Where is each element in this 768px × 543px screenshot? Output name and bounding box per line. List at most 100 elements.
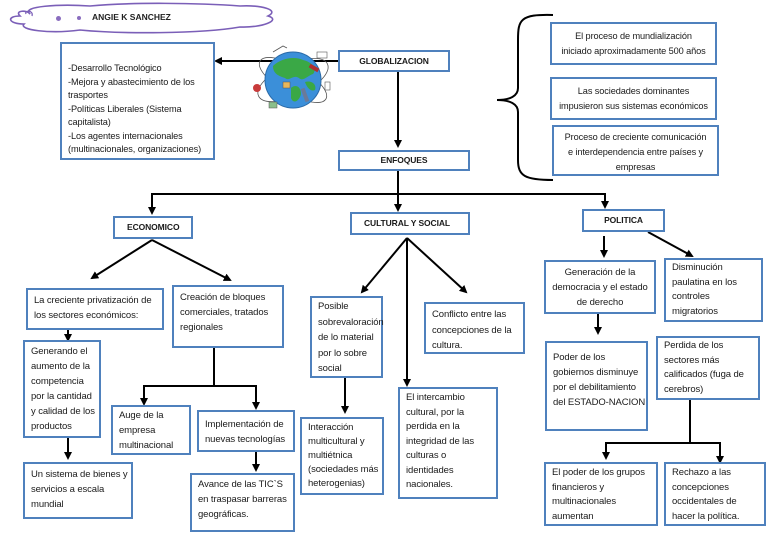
box-line: productos <box>31 421 72 432</box>
box-line: social <box>318 363 342 374</box>
box-line: competencia <box>31 376 84 387</box>
bullet-icon <box>56 16 61 21</box>
cause-line: capitalista) <box>68 117 111 127</box>
box-line: Generando el <box>31 346 88 357</box>
box-line: multinacional <box>119 440 174 451</box>
box-line: Conflicto entre las <box>432 309 507 320</box>
box-line: heterogenias) <box>308 478 365 489</box>
box-line: Auge de la <box>119 410 164 421</box>
box-line: aumentan <box>552 510 594 522</box>
box-line: multiétnica <box>308 450 353 461</box>
definition-line: El proceso de mundialización <box>575 31 692 41</box>
box-line: Un sistema de bienes y <box>31 469 128 480</box>
definition-box: El proceso de mundialización iniciado ap… <box>550 22 717 65</box>
interaccion-box: Interacción multicultural y multiétnica … <box>300 417 384 495</box>
box-line: hacer la política. <box>672 510 740 522</box>
box-line: sobrevaloración <box>318 316 384 328</box>
box-line: Generación de la <box>564 267 636 278</box>
sobrevaloracion-box: Posible sobrevaloración de lo material p… <box>310 296 384 378</box>
box-line: (sociedades más <box>308 464 379 475</box>
box-line: geográficas. <box>198 509 249 520</box>
economico-label: ECONOMICO <box>127 222 180 232</box>
tecnologias-box: Implementación de nuevas tecnologías <box>197 410 295 452</box>
box-line: por la cantidad <box>31 391 92 402</box>
box-line: integridad de las <box>406 435 475 447</box>
box-line: paulatina en los <box>672 276 737 288</box>
box-line: financieros y <box>552 481 605 493</box>
box-line: sectores más <box>664 354 720 366</box>
multinacional-box: Auge de la empresa multinacional <box>111 405 191 455</box>
box-line: cultural, por la <box>406 406 465 418</box>
cultural-label: CULTURAL Y SOCIAL <box>364 218 450 228</box>
box-line: concepciones de la <box>432 324 512 336</box>
box-line: culturas o <box>406 450 447 461</box>
box-line: Rechazo a las <box>672 467 731 478</box>
box-line: multinacionales <box>552 496 616 507</box>
box-line: concepciones <box>672 481 729 493</box>
arrow-to-privatizacion <box>90 239 153 280</box>
definition-line: impusieron sus sistemas económicos <box>559 101 708 111</box>
bloques-box: Creación de bloques comerciales, tratado… <box>172 285 284 348</box>
politica-box: POLITICA <box>582 209 665 232</box>
box-line: empresa <box>119 425 156 436</box>
enfoques-branch-line <box>151 193 606 210</box>
box-line: comerciales, tratados <box>180 307 269 318</box>
intercambio-box: El intercambio cultural, por la perdida … <box>398 387 498 499</box>
definition-line: iniciado aproximadamente 500 años <box>561 46 706 56</box>
cause-line: -Políticas Liberales (Sistema <box>68 103 182 114</box>
box-line: gobiernos disminuye <box>553 367 639 378</box>
box-line: regionales <box>180 322 223 333</box>
arrow-to-sobrevaloracion <box>360 237 408 294</box>
poder-gobiernos-box: Poder de los gobiernos disminuye por el … <box>545 341 648 431</box>
box-line: controles <box>672 291 710 302</box>
box-line: aumento de la <box>31 361 90 372</box>
cause-line: -Mejora y abastecimiento de los <box>68 76 195 87</box>
box-line: servicios a escala <box>31 484 105 495</box>
definitions-brace <box>496 13 554 181</box>
box-line: los sectores económicos: <box>34 310 139 321</box>
box-line: nacionales. <box>406 479 453 490</box>
box-line: perdida en la <box>406 421 460 432</box>
box-line: Implementación de <box>205 419 284 430</box>
box-line: nuevas tecnologías <box>205 434 286 445</box>
bloques-branch-line <box>143 348 215 402</box>
economico-box: ECONOMICO <box>113 216 193 239</box>
definition-line: e interdependencia entre países y <box>567 147 704 157</box>
enfoques-label: ENFOQUES <box>380 155 428 165</box>
cause-line: -Desarrollo Tecnológico <box>68 63 162 73</box>
box-line: El poder de los grupos <box>552 467 645 478</box>
box-line: El intercambio <box>406 392 465 403</box>
cultural-box: CULTURAL Y SOCIAL <box>350 212 470 235</box>
box-line: Interacción <box>308 422 354 433</box>
enfoques-box: ENFOQUES <box>338 150 470 171</box>
box-line: Poder de los <box>553 352 606 363</box>
globalizacion-box: GLOBALIZACION <box>338 50 450 72</box>
definition-line: Proceso de creciente comunicación <box>564 132 707 142</box>
globe-with-transport-icon <box>253 45 331 109</box>
globalizacion-label: GLOBALIZACION <box>359 55 429 66</box>
box-line: cerebros) <box>664 383 704 395</box>
box-line: multicultural y <box>308 436 365 447</box>
box-line: Perdida de los <box>664 340 724 351</box>
migratorios-box: Disminución paulatina en los controles m… <box>664 258 763 322</box>
cause-line: trasportes <box>68 90 108 100</box>
box-line: por el debilitamiento <box>553 382 636 393</box>
box-line: mundial <box>31 499 64 510</box>
box-line: migratorios <box>672 305 718 317</box>
box-line: identidades <box>406 464 454 476</box>
arrow-to-conflicto <box>406 237 468 294</box>
box-line: Posible <box>318 301 349 312</box>
arrow-to-migratorios <box>647 231 694 257</box>
box-line: occidentales de <box>672 496 737 507</box>
box-line: democracia y el estado <box>552 282 648 293</box>
box-line: cultura. <box>432 340 463 351</box>
conflicto-box: Conflicto entre las concepciones de la c… <box>424 302 525 354</box>
arrow-to-bloques <box>151 239 232 281</box>
cause-line: (multinacionales, organizaciones) <box>68 144 202 154</box>
box-line: y calidad de los <box>31 406 95 417</box>
box-line: de derecho <box>576 297 624 308</box>
cause-line: -Los agentes internacionales <box>68 130 183 141</box>
definition-box: Proceso de creciente comunicación e inte… <box>552 125 719 176</box>
politica-label: POLITICA <box>604 215 643 225</box>
box-line: por lo sobre <box>318 347 367 359</box>
